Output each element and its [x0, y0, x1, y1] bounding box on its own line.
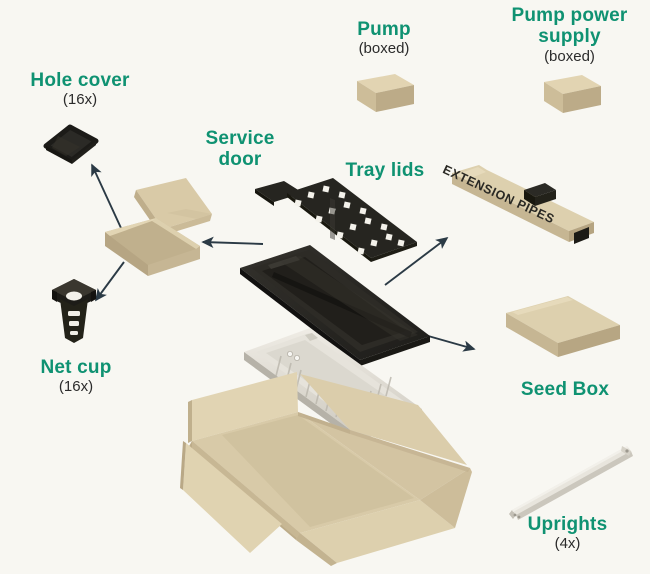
small-cardboard-tray-part [105, 178, 212, 276]
tray-lids-part [255, 178, 417, 262]
label-service-door: Service door [175, 128, 305, 171]
net-cup-part [52, 279, 96, 343]
label-net-cup: Net cup (16x) [16, 357, 136, 396]
label-tray-lids-title: Tray lids [345, 160, 425, 181]
label-pump-power-supply-sub: (boxed) [544, 47, 595, 65]
label-service-door-line2: door [218, 149, 262, 171]
label-pump-sub: (boxed) [358, 40, 410, 58]
label-pump-power-supply: Pump power supply (boxed) [492, 5, 647, 65]
label-hole-cover-sub: (16x) [62, 91, 98, 109]
pump-power-supply-box-part [544, 75, 601, 113]
label-uprights: Uprights (4x) [505, 514, 630, 553]
label-uprights-title: Uprights [527, 514, 608, 535]
label-seed-box-title: Seed Box [520, 379, 610, 400]
label-pump-title: Pump [357, 19, 411, 40]
label-tray-lids: Tray lids [330, 160, 440, 181]
label-uprights-sub: (4x) [554, 535, 581, 553]
black-tray-part [240, 245, 430, 366]
large-cardboard-box-part [180, 372, 472, 566]
label-pump-power-supply-line1: Pump power [511, 5, 628, 26]
pump-box-part [357, 74, 414, 112]
label-seed-box: Seed Box [500, 379, 630, 400]
label-net-cup-sub: (16x) [58, 378, 94, 396]
label-pump-power-supply-line2: supply [538, 26, 601, 48]
uprights-part [509, 446, 633, 520]
extension-pipes-box-part: EXTENSION PIPES [441, 162, 594, 244]
label-hole-cover: Hole cover (16x) [10, 70, 150, 109]
label-net-cup-title: Net cup [40, 357, 112, 378]
label-pump: Pump (boxed) [329, 19, 439, 58]
seed-box-part [506, 296, 620, 357]
hole-cover-part [43, 124, 99, 164]
label-hole-cover-title: Hole cover [30, 70, 130, 91]
label-service-door-line1: Service [205, 128, 275, 149]
